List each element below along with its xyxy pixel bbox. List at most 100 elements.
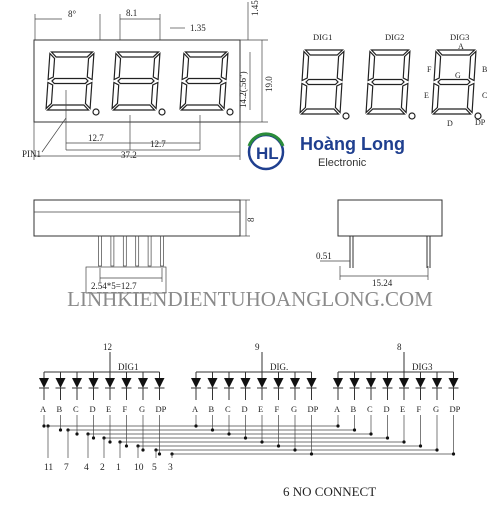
junction-dot	[243, 436, 248, 440]
segment-label: A	[192, 404, 199, 414]
top-digit-1	[299, 49, 350, 120]
segment-e	[179, 81, 188, 110]
segment-label: C	[367, 404, 373, 414]
decimal-point	[342, 112, 350, 120]
junction-dot	[402, 440, 406, 444]
digit-label-1: DIG1	[313, 32, 332, 42]
dim-side-pitch: 2.54*5=12.7	[91, 281, 137, 291]
segment-label: A	[334, 404, 341, 414]
front-view: 8° 8.1 1.35 1.45 14.2(.56") 19.0 12.7 12…	[22, 0, 274, 160]
group-label: DIG.	[270, 362, 288, 372]
junction-dot	[124, 444, 129, 448]
top-view: DIG1 DIG2 DIG3 A B C D E F G DP	[299, 32, 487, 128]
led-diode-icon	[207, 378, 218, 388]
segment-g	[437, 78, 471, 86]
common-pin-number: 8	[397, 342, 402, 352]
segment-d	[365, 108, 406, 115]
segment-label: E	[258, 404, 263, 414]
segment-e	[431, 82, 440, 114]
seg-label-c: C	[482, 91, 487, 100]
junction-dot	[75, 432, 79, 436]
profile-body-outline	[337, 199, 443, 237]
logo-swoosh-icon	[247, 132, 285, 147]
common-pin-number: 9	[255, 342, 260, 352]
led-diode-icon	[415, 378, 426, 388]
segment-label: E	[106, 404, 111, 414]
decimal-point	[226, 108, 234, 116]
common-pin-number: 12	[103, 342, 112, 352]
segment-e	[365, 82, 374, 114]
junction-dot	[369, 432, 373, 436]
junction-dot	[260, 440, 264, 444]
watermark-text: LINHKIENDIENTUHOANGLONG.COM	[67, 287, 433, 311]
segment-label: F	[275, 404, 280, 414]
seg-label-b: B	[482, 65, 487, 74]
group-label: DIG3	[412, 362, 433, 372]
junction-dot	[385, 436, 390, 440]
segment-a	[184, 51, 229, 58]
led-diode-icon	[55, 378, 66, 388]
digit-label-3: DIG3	[450, 32, 469, 42]
segment-label: DP	[450, 404, 461, 414]
led-diode-icon	[366, 378, 376, 388]
segment-c	[218, 81, 227, 110]
segment-label: G	[433, 404, 439, 414]
segment-g	[185, 77, 223, 85]
decimal-point	[92, 108, 100, 116]
segment-label: F	[417, 404, 422, 414]
side-pin	[110, 235, 115, 267]
logo: HL Hoàng Long Electronic	[247, 132, 405, 171]
decimal-point	[158, 108, 166, 116]
segment-b	[86, 52, 95, 81]
led-diode-icon	[290, 378, 300, 388]
bottom-pin-number: 7	[64, 463, 69, 473]
junction-dot	[309, 452, 314, 456]
junction-dot	[418, 444, 423, 448]
logo-monogram: HL	[256, 144, 279, 163]
segment-label: B	[351, 404, 357, 414]
bottom-pin-number: 5	[152, 463, 157, 473]
segment-b	[152, 52, 161, 81]
segment-c	[84, 81, 93, 110]
led-diode-icon	[191, 378, 201, 388]
bottom-pin-number: 11	[44, 463, 53, 473]
front-body-outline	[33, 39, 241, 123]
bottom-pin-number: 2	[100, 463, 105, 473]
led-diode-icon	[240, 378, 251, 388]
junction-dot	[293, 448, 297, 452]
led-diode-icon	[333, 378, 343, 388]
segment-e	[45, 81, 54, 110]
led-diode-icon	[432, 378, 442, 388]
segment-f	[181, 52, 190, 81]
seg-label-a: A	[458, 42, 464, 51]
side-pins	[98, 235, 164, 267]
side-body-outline	[33, 199, 241, 237]
segment-a	[116, 51, 161, 58]
segment-b	[220, 52, 229, 81]
side-pin	[98, 235, 102, 267]
junction-dot	[451, 452, 456, 456]
junction-dot	[157, 452, 162, 456]
led-diode-icon	[399, 378, 409, 388]
segment-a	[304, 49, 345, 56]
led-diode-icon	[154, 378, 165, 388]
led-diode-icon	[306, 378, 317, 388]
segment-g	[305, 78, 339, 86]
led-diode-icon	[39, 378, 49, 388]
segment-label: DP	[156, 404, 167, 414]
led-diode-icon	[349, 378, 360, 388]
seg-label-e: E	[424, 91, 429, 100]
junction-dot	[210, 428, 215, 432]
led-diode-icon	[382, 378, 393, 388]
dim-side-height: 8	[246, 217, 256, 222]
segment-b	[336, 50, 345, 82]
segment-c	[334, 82, 343, 114]
bottom-pin-number: 10	[134, 463, 144, 473]
led-diode-icon	[72, 378, 82, 388]
led-diode-icon	[105, 378, 115, 388]
segment-a	[370, 49, 411, 56]
junction-dot	[227, 432, 231, 436]
